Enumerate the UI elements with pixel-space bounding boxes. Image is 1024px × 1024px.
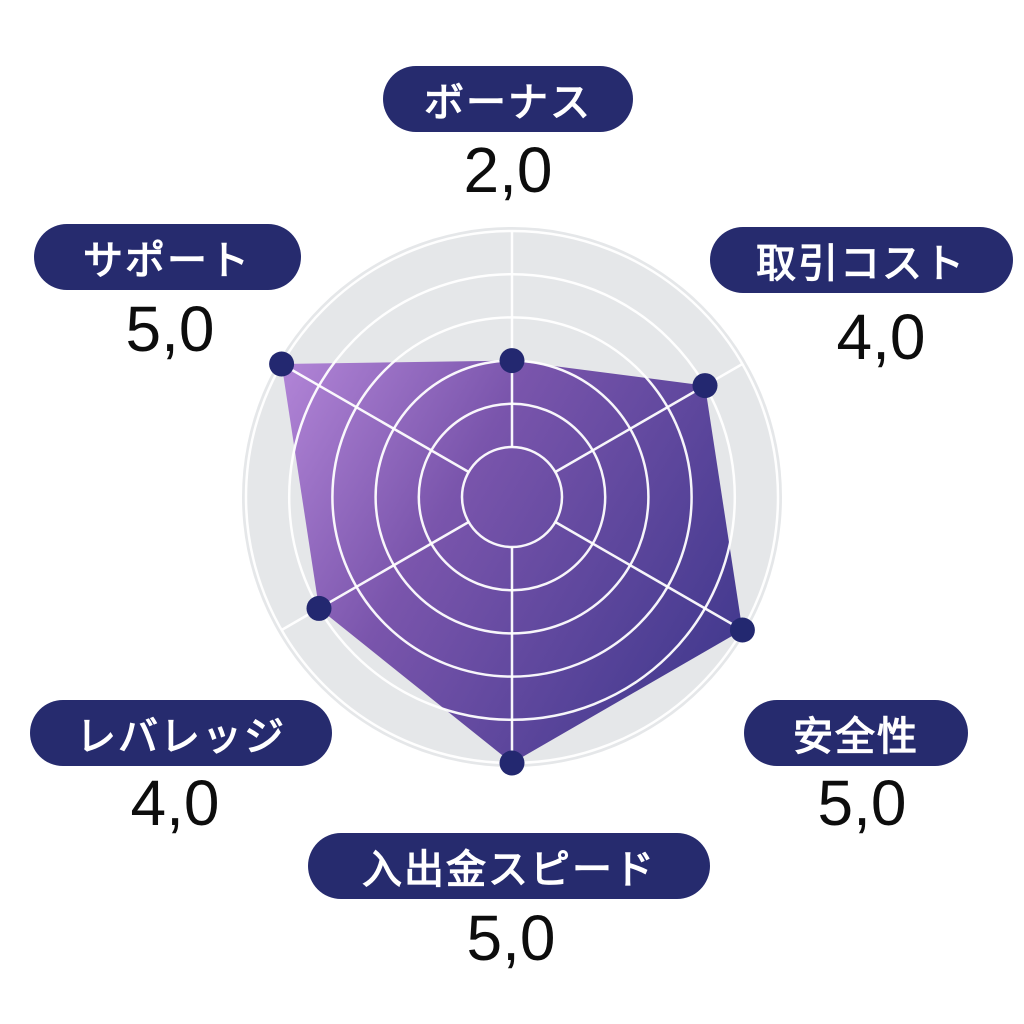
axis-spoke: [280, 362, 470, 474]
data-point-dot: [499, 348, 525, 374]
data-point-dot: [729, 617, 755, 643]
data-point-dot: [269, 351, 295, 377]
axis-spoke: [554, 520, 744, 632]
data-point-dot: [306, 595, 332, 621]
data-point-dot: [499, 750, 525, 776]
data-point-dot: [692, 373, 718, 399]
